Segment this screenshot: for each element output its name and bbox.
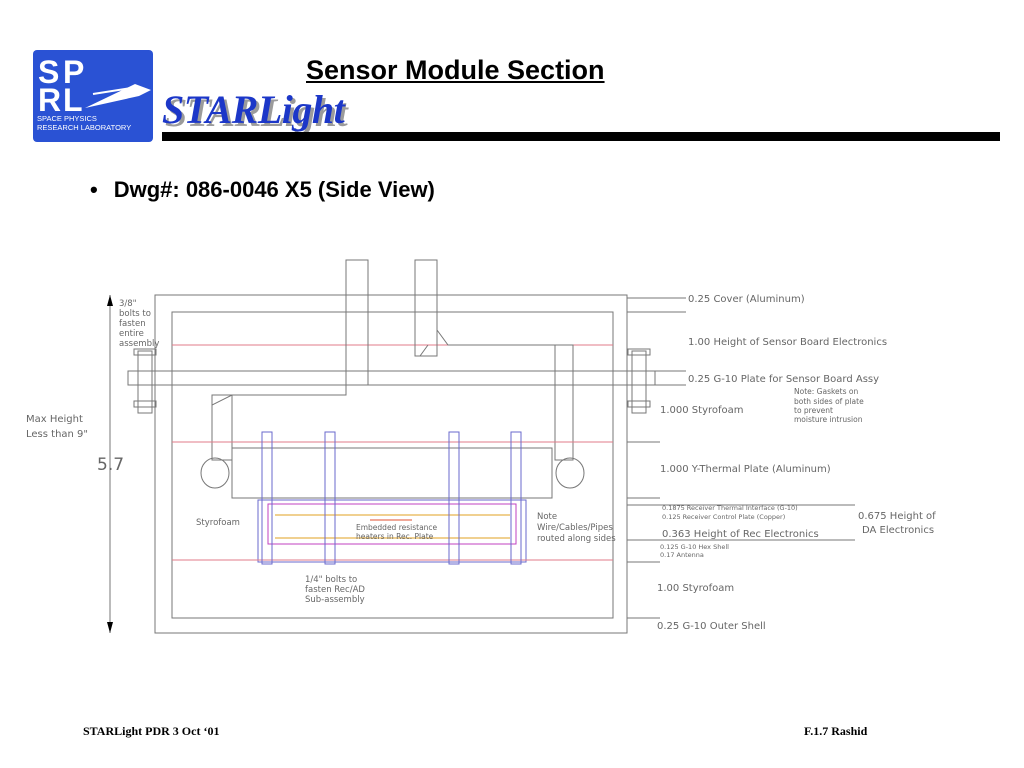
pipe-right-run (436, 329, 574, 460)
starlight-brand: STARLight (162, 87, 345, 132)
sub-bolt-1 (261, 431, 273, 565)
bolts-note-3: fasten (119, 319, 146, 329)
logo-letter-r: R (38, 82, 61, 118)
bolt-left-nut-bottom (133, 400, 157, 408)
layer-antenna: 0.17 Antenna (660, 551, 704, 559)
slide-title: Sensor Module Section (306, 55, 605, 85)
heater-note-1: Embedded resistance (356, 523, 438, 532)
layer-thermal-plate: 1.000 Y-Thermal Plate (Aluminum) (660, 464, 831, 475)
gasket-note-1: Note: Gaskets on (794, 387, 858, 396)
layer-styrofoam-top: 1.000 Styrofoam (660, 405, 744, 416)
da-note-2: DA Electronics (862, 525, 934, 536)
layer-hex-shell: 0.125 G-10 Hex Shell (660, 543, 729, 551)
pipe-end-left-icon (200, 457, 230, 489)
logo-letter-l: L (63, 82, 83, 118)
sub-bolt-3 (448, 431, 460, 565)
satellite-trail-icon (92, 87, 132, 95)
layer-rec-electronics: 0.363 Height of Rec Electronics (662, 529, 819, 540)
bolts-note-4: entire (119, 329, 144, 339)
pipe-end-right-icon (555, 457, 585, 489)
bolt-right-nut-top (627, 348, 651, 356)
bullet-dot-icon: • (90, 177, 98, 202)
bolt-left (137, 350, 153, 414)
bolt-left-nut-top (133, 348, 157, 356)
styrofoam-label: Styrofoam (196, 518, 240, 528)
sub-bolts-note-3: Sub-assembly (305, 595, 365, 605)
dimension-arrow-bottom-icon (107, 622, 113, 633)
wire-note-3: routed along sides (537, 534, 616, 544)
max-height-line-2: Less than 9" (26, 429, 88, 440)
gasket-note-2: both sides of plate (794, 397, 864, 406)
outer-shell (154, 294, 628, 634)
pipe-left-down (211, 394, 233, 461)
pipe-right-bend (419, 344, 429, 357)
logo-letter-p: P (63, 54, 84, 90)
bolts-note-5: assembly (119, 339, 159, 349)
logo-letter-s: S (38, 54, 59, 90)
spl-logo-mark: S P R L (38, 54, 151, 118)
layer-g10-plate: 0.25 G-10 Plate for Sensor Board Assy (688, 374, 879, 385)
bolt-right-nut-bottom (627, 400, 651, 408)
bullet-item: • Dwg#: 086-0046 X5 (Side View) (90, 177, 435, 203)
layer-rec-control: 0.125 Receiver Control Plate (Copper) (662, 513, 785, 521)
inner-cavity (171, 311, 614, 619)
sub-bolt-4 (510, 431, 522, 565)
gasket-note-4: moisture intrusion (794, 415, 863, 424)
dimension-arrow-top-icon (107, 295, 113, 306)
max-height-line-1: Max Height (26, 414, 83, 425)
layer-outer-shell: 0.25 G-10 Outer Shell (657, 621, 766, 632)
sub-bolts-note-1: 1/4" bolts to (305, 575, 357, 585)
satellite-icon (85, 84, 151, 108)
da-note-1: 0.675 Height of (858, 511, 936, 522)
receiver-control-plate (267, 503, 517, 545)
pipe-right (414, 259, 438, 357)
layer-styrofoam-bottom: 1.00 Styrofoam (657, 583, 734, 594)
sensor-board-plate (127, 370, 656, 386)
pipe-left (345, 259, 369, 386)
wire-note-1: Note (537, 512, 557, 522)
heater-note-2: heaters in Rec. Plate (356, 532, 434, 541)
thermal-plate (231, 447, 553, 499)
bolts-note-1: 3/8" (119, 299, 137, 309)
overall-dimension: 5.7 (97, 455, 124, 475)
gasket-note-3: to prevent (794, 406, 833, 415)
logo-line-1: SPACE PHYSICS (37, 114, 97, 123)
footer-left: STARLight PDR 3 Oct ‘01 (83, 724, 220, 738)
footer-right: F.1.7 Rashid (804, 724, 868, 738)
sub-bolt-2 (324, 431, 336, 565)
pipe-right-down (554, 344, 574, 461)
receiver-hex-shell (257, 499, 527, 563)
layer-rec-interface: 0.1875 Receiver Thermal Interface (G-10) (662, 504, 798, 512)
bolt-right (631, 350, 647, 414)
sub-bolts-note-2: fasten Rec/AD (305, 585, 365, 595)
layer-sensor-board: 1.00 Height of Sensor Board Electronics (688, 337, 887, 348)
logo-line-2: RESEARCH LABORATORY (37, 123, 132, 132)
bullet-text: Dwg#: 086-0046 X5 (Side View) (113, 177, 435, 202)
header-rule (162, 132, 1000, 141)
wire-note-2: Wire/Cables/Pipes (537, 523, 613, 533)
bolts-note-2: bolts to (119, 309, 151, 319)
layer-cover: 0.25 Cover (Aluminum) (688, 294, 805, 305)
spl-logo: S P R L SPACE PHYSICS RESEARCH LABORATOR… (33, 50, 153, 142)
